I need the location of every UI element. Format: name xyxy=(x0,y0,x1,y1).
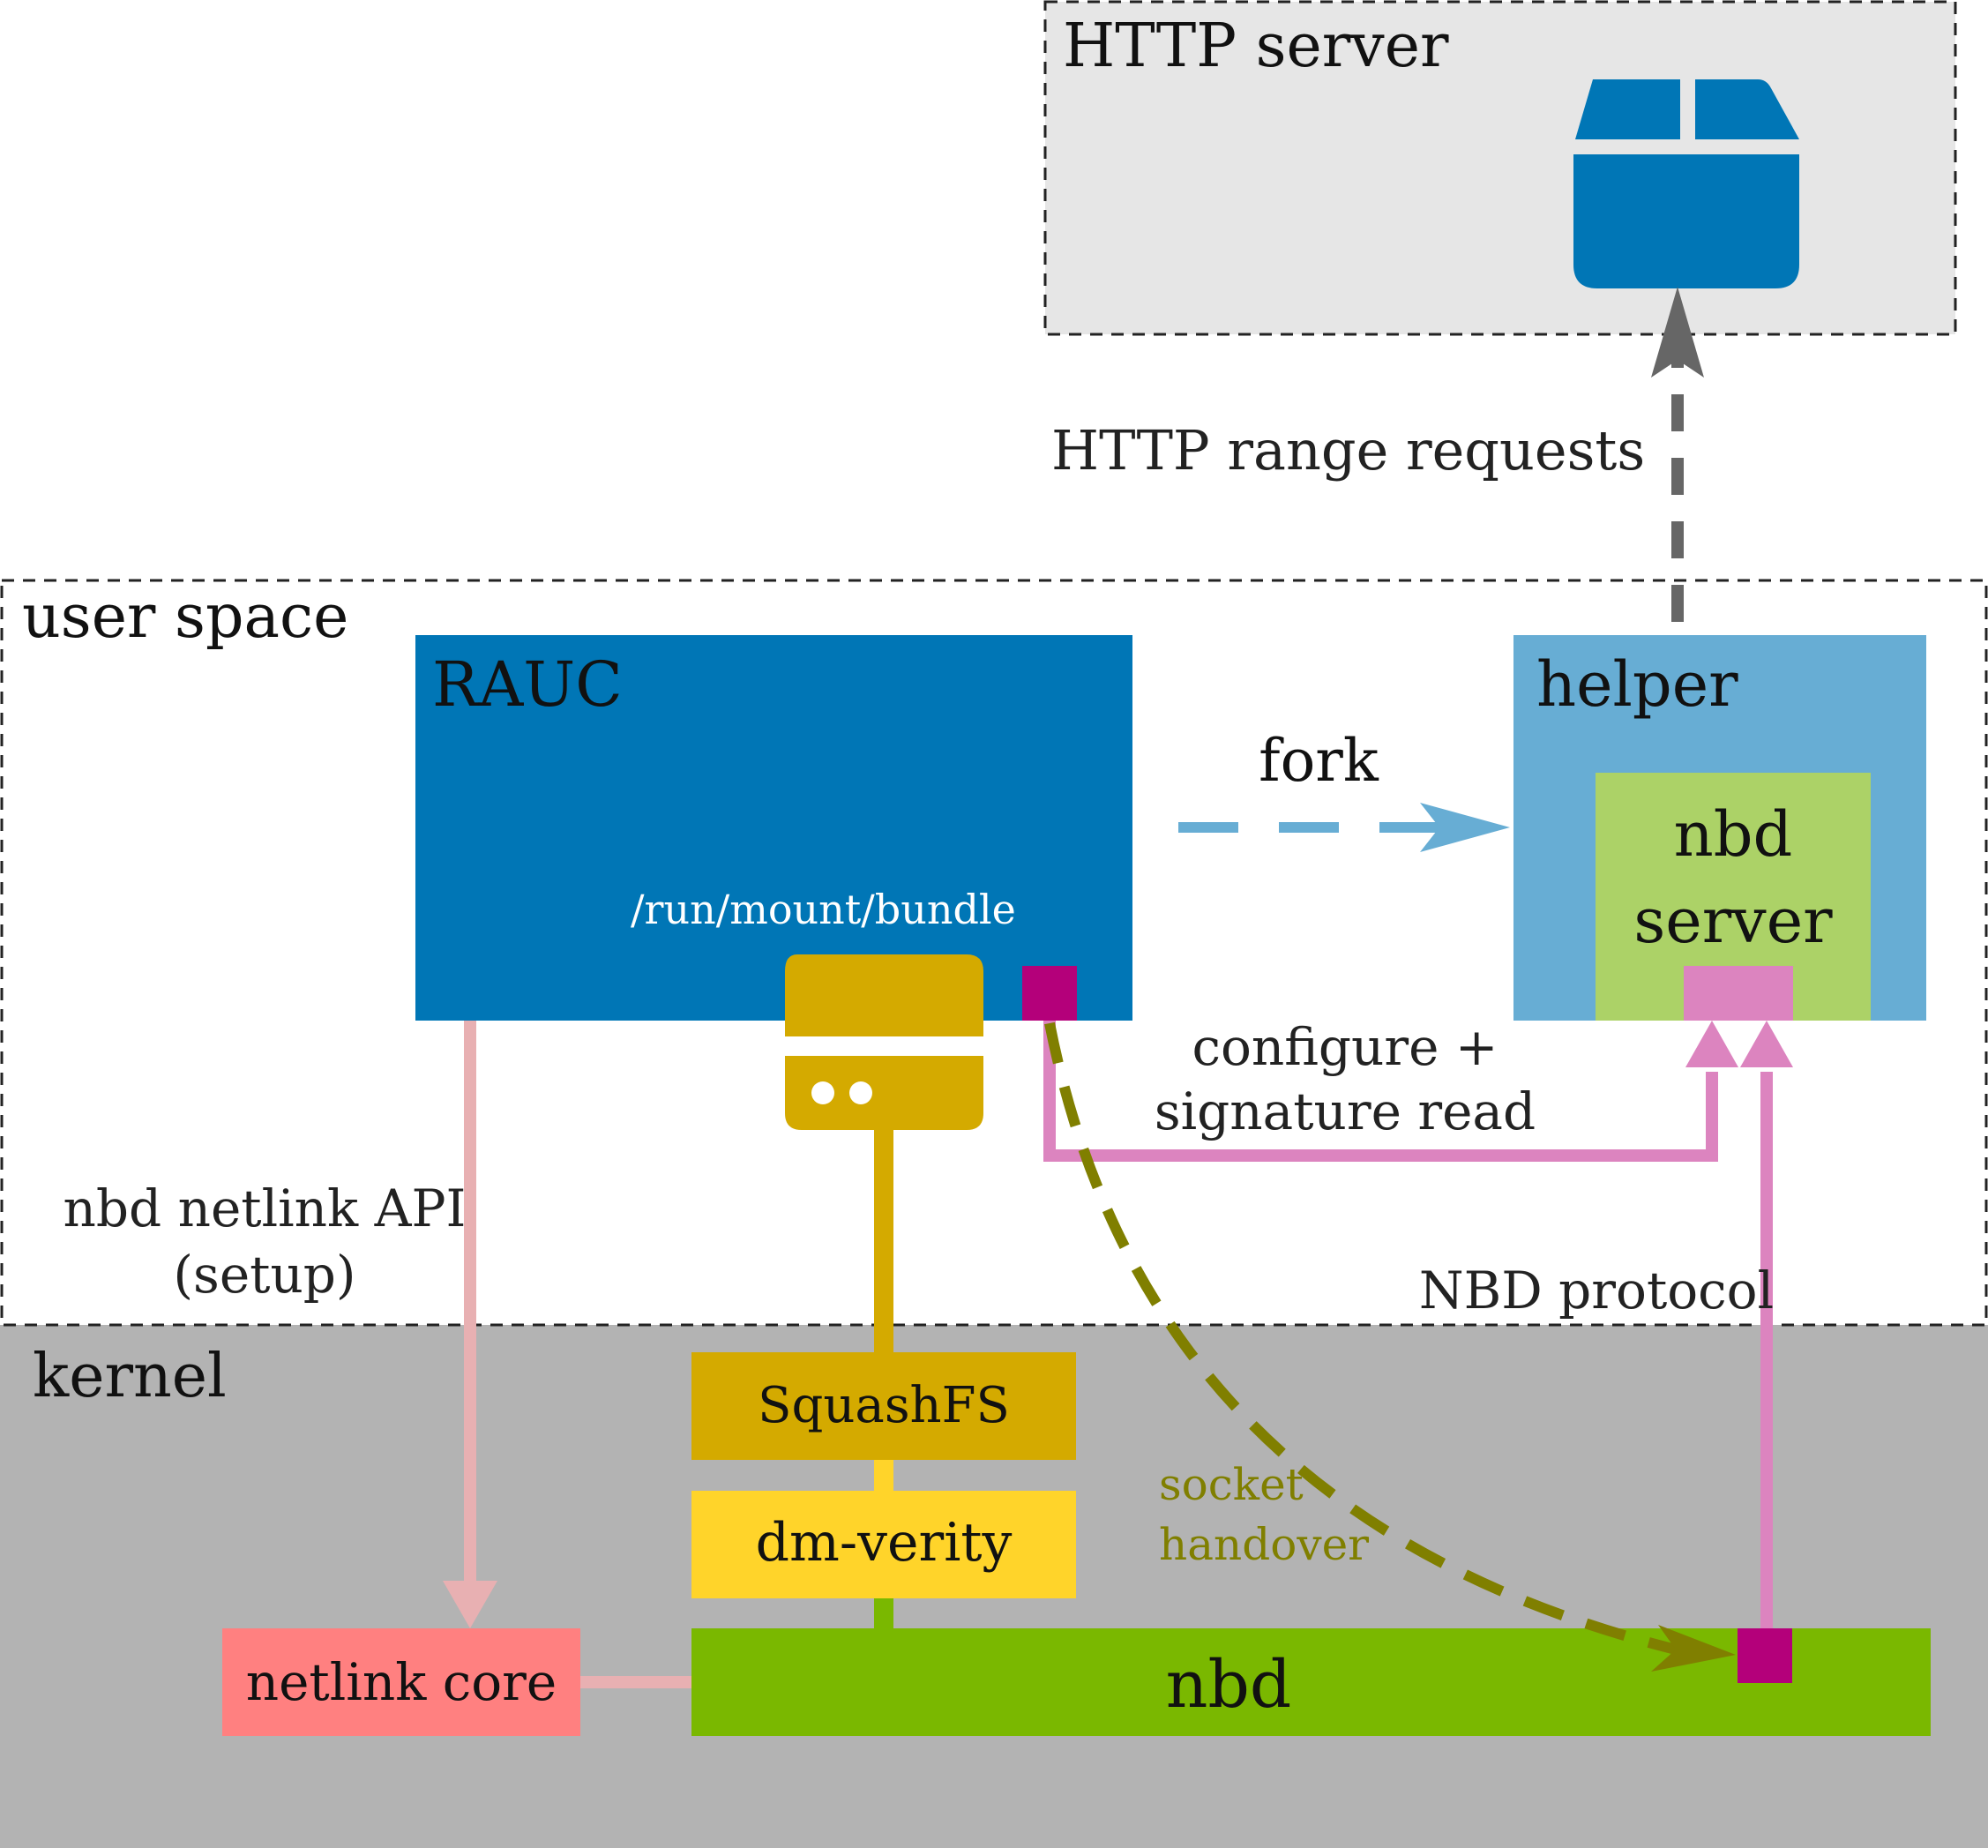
kernel-label: kernel xyxy=(33,1342,227,1411)
netlink-api-arrowhead xyxy=(443,1581,497,1628)
http-range-arrowhead xyxy=(1651,287,1704,378)
socket-handover-label-line2: handover xyxy=(1159,1519,1369,1570)
fork-label: fork xyxy=(1259,727,1379,795)
nbd-server-socket xyxy=(1684,966,1793,1021)
nbd-kernel-label: nbd xyxy=(1166,1647,1291,1723)
dm-verity-label: dm-verity xyxy=(756,1512,1013,1574)
netlink-api-label-line2: (setup) xyxy=(173,1245,355,1305)
configure-arrowhead xyxy=(1685,1021,1738,1067)
dm-verity-box xyxy=(691,1491,1076,1598)
nbd-server-label-line2: server xyxy=(1633,885,1833,957)
nbd-server-label-line1: nbd xyxy=(1674,798,1793,871)
netlink-core-label: netlink core xyxy=(246,1652,557,1712)
netlink-core-box xyxy=(222,1628,580,1736)
nbd-kernel-box xyxy=(691,1628,1931,1736)
http-range-requests-label: HTTP range requests xyxy=(1051,418,1645,483)
rauc-nbd-socket xyxy=(1022,966,1077,1021)
configure-path xyxy=(1043,1021,1718,1162)
package-box-icon xyxy=(1573,79,1799,288)
http-server-label: HTTP server xyxy=(1063,11,1449,81)
mount-path-label: /run/mount/bundle xyxy=(631,886,1016,933)
user-space-label: user space xyxy=(22,582,348,652)
socket-handover-arrow xyxy=(1044,1021,1678,1655)
configure-label-line1: configure + xyxy=(1192,1017,1498,1077)
user-space-region xyxy=(0,579,1988,1327)
rauc-box xyxy=(415,635,1132,1021)
nbd-protocol-label: NBD protocol xyxy=(1419,1261,1774,1321)
helper-label: helper xyxy=(1536,648,1738,721)
squashfs-box xyxy=(691,1352,1076,1460)
netlink-api-label-line1: nbd netlink API xyxy=(64,1178,467,1238)
disk-drive-icon xyxy=(785,954,983,1130)
nbd-protocol-arrowhead xyxy=(1740,1021,1793,1067)
fork-arrowhead xyxy=(1420,803,1510,852)
nbd-kernel-socket xyxy=(1738,1628,1792,1683)
squashfs-label: SquashFS xyxy=(758,1377,1010,1434)
configure-label-line2: signature read xyxy=(1155,1081,1536,1141)
http-server-region xyxy=(1043,0,1957,336)
socket-handover-label-line1: socket xyxy=(1159,1459,1304,1510)
rauc-label: RAUC xyxy=(432,648,623,721)
socket-handover-arrowhead xyxy=(1651,1625,1736,1672)
